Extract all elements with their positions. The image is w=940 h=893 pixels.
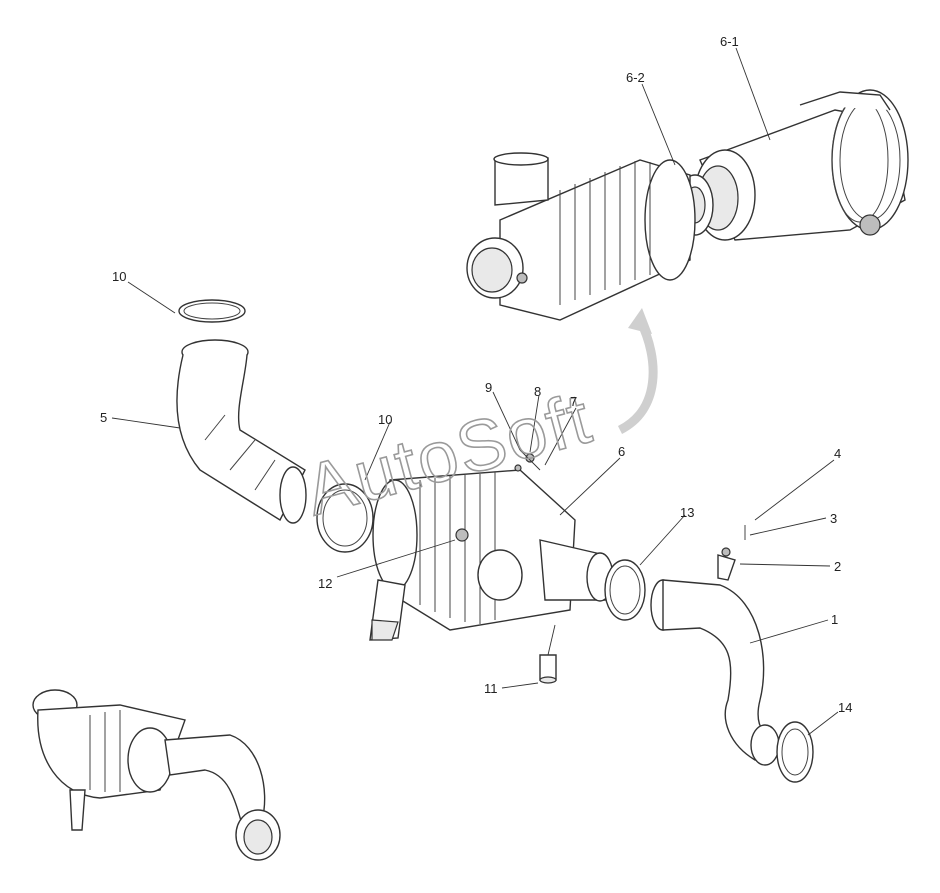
arrow-head-icon — [628, 308, 652, 334]
callout-10-top: 10 — [112, 269, 126, 284]
clamp-13 — [604, 559, 646, 621]
intake-elbow-5 — [176, 299, 307, 524]
rotation-arrow-icon — [617, 317, 658, 435]
callout-4: 4 — [834, 446, 841, 461]
callout-14: 14 — [838, 700, 852, 715]
callout-13: 13 — [680, 505, 694, 520]
air-filter-main-6 — [369, 449, 614, 641]
callout-10-mid: 10 — [378, 412, 392, 427]
fitting-2-3-4 — [717, 525, 746, 581]
callout-11: 11 — [484, 681, 498, 696]
filter-housing-top — [466, 152, 696, 321]
assembled-view — [32, 689, 281, 861]
clamp-10-mid — [316, 483, 374, 553]
callout-7: 7 — [570, 394, 577, 409]
callout-1: 1 — [831, 612, 838, 627]
restriction-indicator-11 — [539, 624, 557, 684]
callout-6-2: 6-2 — [626, 70, 645, 85]
callout-9: 9 — [485, 380, 492, 395]
clamp-14 — [776, 721, 814, 783]
filter-assembly-exploded — [466, 89, 909, 435]
leader-lines — [111, 47, 839, 736]
callout-labels: 6-1 6-2 10 5 9 8 7 10 6 4 3 2 13 1 12 11… — [100, 34, 852, 715]
callout-6: 6 — [618, 444, 625, 459]
callout-6-1: 6-1 — [720, 34, 739, 49]
callout-8: 8 — [534, 384, 541, 399]
outlet-hose-1 — [650, 579, 780, 766]
filter-cover-6-1 — [694, 89, 909, 241]
callout-12: 12 — [318, 576, 332, 591]
callout-5: 5 — [100, 410, 107, 425]
callout-2: 2 — [834, 559, 841, 574]
callout-3: 3 — [830, 511, 837, 526]
